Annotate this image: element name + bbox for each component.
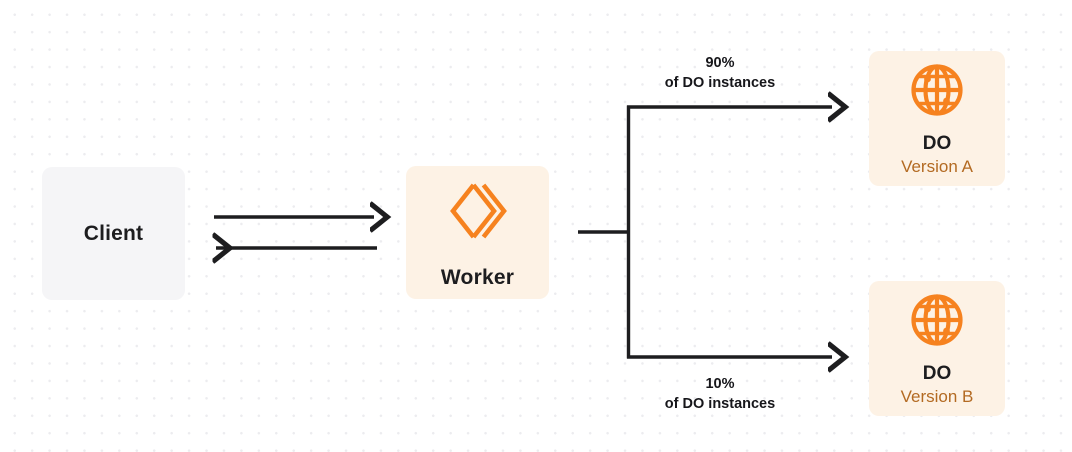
node-worker[interactable]: Worker	[406, 166, 549, 299]
edge-label-do-a: 90% of DO instances	[602, 53, 838, 93]
node-client[interactable]: Client	[42, 167, 185, 300]
globe-icon	[907, 60, 967, 120]
cloudflare-workers-icon	[443, 176, 513, 246]
node-do-version-b-sublabel: Version B	[900, 387, 974, 407]
edge-label-do-a-percent: 90%	[705, 55, 735, 71]
node-worker-label: Worker	[440, 265, 515, 289]
node-do-version-a-label: DO	[922, 133, 952, 155]
edge-label-do-b: 10% of DO instances	[602, 374, 838, 414]
node-client-label: Client	[83, 221, 144, 245]
edge-label-do-a-text: of DO instances	[664, 75, 776, 91]
node-do-version-a-sublabel: Version A	[901, 157, 973, 177]
edge-label-do-b-percent: 10%	[705, 376, 735, 392]
node-do-version-a[interactable]: DO Version A	[869, 51, 1005, 186]
globe-icon	[907, 290, 967, 350]
node-do-version-b-label: DO	[922, 363, 952, 385]
edge-label-do-b-text: of DO instances	[664, 396, 776, 412]
node-do-version-b[interactable]: DO Version B	[869, 281, 1005, 416]
